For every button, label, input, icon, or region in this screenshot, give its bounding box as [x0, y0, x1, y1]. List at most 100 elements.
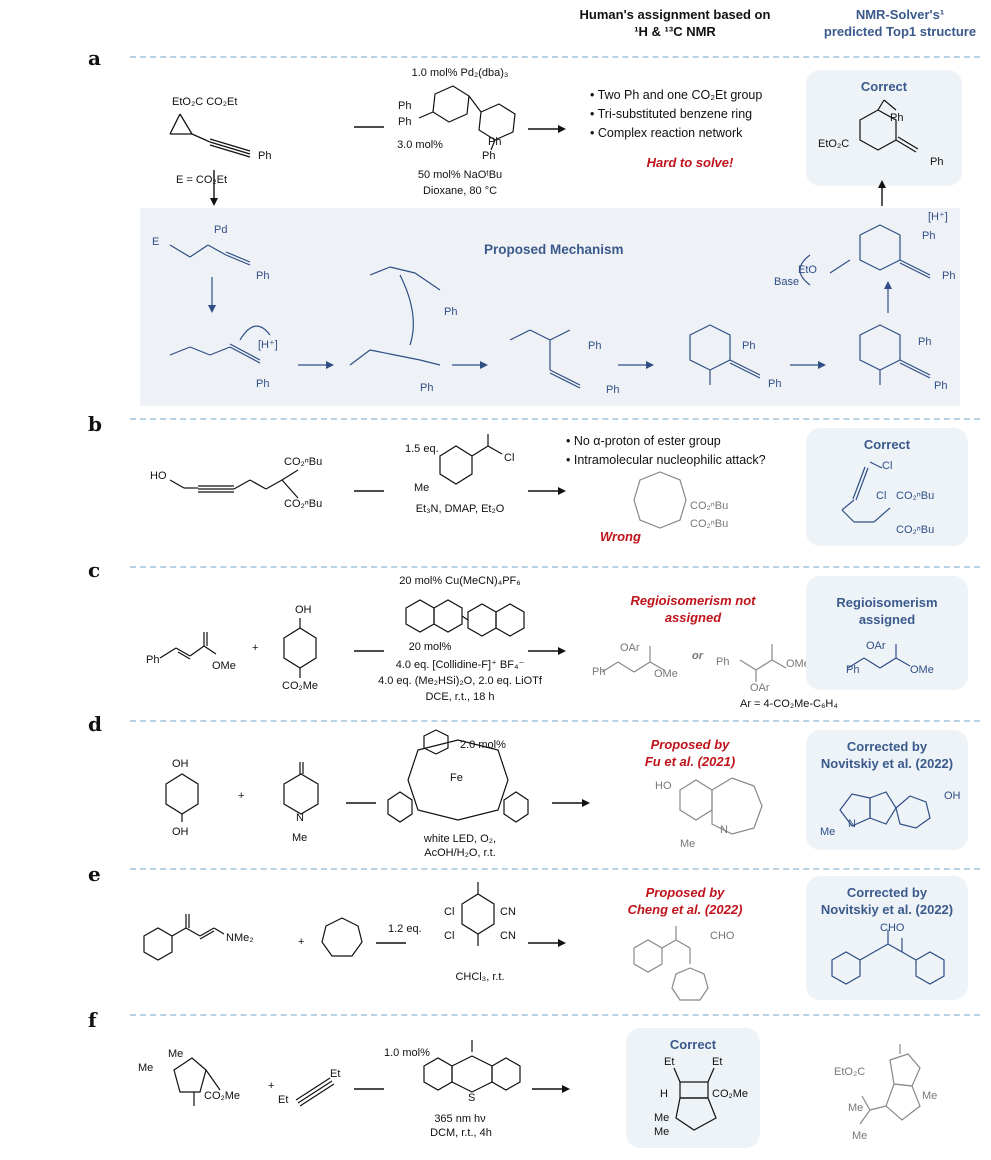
panel-f-s: S [468, 1092, 476, 1104]
reaction-line [376, 942, 406, 944]
panel-f-co2me: CO₂Me [204, 1090, 241, 1102]
panel-e-correct-structure [831, 930, 945, 985]
human-header-line2: ¹H & ¹³C NMR [634, 24, 716, 39]
panel-a-product-ph2: Ph [930, 156, 944, 168]
panel-d-verdict-line1: Proposed by [650, 737, 730, 752]
panel-d-correct-structure [839, 791, 931, 829]
plus-sign: + [238, 790, 245, 802]
panel-a-catalyst: 1.0 mol% Pd₂(dba)₃ [411, 67, 509, 79]
panel-e-conditions: CHCl₃, r.t. [455, 971, 505, 983]
panel-b-correct-cl-1: Cl [882, 460, 893, 472]
panel-e-box-title-line1: Corrected by [846, 885, 928, 900]
panel-a-base: 50 mol% NaOᵗBu [417, 169, 503, 181]
mech-ph-11: Ph [922, 230, 936, 242]
panel-b-bullet-2: Intramolecular nucleophilic attack? [566, 451, 766, 470]
panel-c-oar-2: OAr [750, 682, 770, 694]
panel-c-verdict: Regioisomerism not assigned [598, 592, 788, 626]
panel-c-regio-ph-2: Ph [716, 656, 730, 668]
panel-f-alt-me-1: Me [922, 1090, 938, 1102]
panel-d-catalyst-loading: 2.0 mol% [460, 739, 506, 751]
human-header-line1: Human's assignment based on [579, 7, 771, 22]
mech-ph-2: Ph [256, 378, 270, 390]
panel-c-co2me: CO₂Me [282, 680, 319, 692]
panel-d-correct-me: Me [820, 826, 836, 838]
panel-d-correct-oh: OH [944, 790, 961, 802]
divider-f [130, 1014, 980, 1016]
panel-a-solvent: Dioxane, 80 °C [422, 185, 498, 197]
down-arrow-icon [210, 170, 218, 206]
panel-a-product-ester: EtO₂C [818, 138, 850, 150]
panel-d-ho: HO [655, 780, 672, 792]
panel-e-cn-2: CN [500, 930, 516, 942]
panel-d-porphyrin-structure [387, 729, 529, 823]
panel-e-cl-2: Cl [444, 930, 455, 942]
panel-b-box-title: Correct [863, 437, 911, 452]
divider-c [130, 566, 980, 568]
panel-d-letter: d [88, 712, 102, 736]
panel-c-correct-ph: Ph [846, 664, 860, 676]
panel-b-wrong-structure [633, 471, 687, 529]
reaction-arrow-icon [532, 1085, 570, 1093]
panel-c-oar-1: OAr [620, 642, 640, 654]
reaction-line [354, 1088, 384, 1090]
panel-e-enaminone-structure [143, 914, 225, 961]
panel-e-verdict: Proposed by Cheng et al. (2022) [600, 884, 770, 918]
panel-c-ph: Ph [146, 654, 160, 666]
panel-a-reactant-label: EtO₂C CO₂Et [172, 96, 238, 108]
panel-e-proposed-cho: CHO [710, 930, 735, 942]
panel-e-ddq-structure [461, 882, 495, 946]
panel-f-correct-box [626, 1028, 760, 1148]
ligand-ph-4: Ph [482, 150, 496, 162]
panel-b-wrong-ester-2: CO₂ⁿBu [690, 518, 729, 530]
mech-pd-label: Pd [214, 224, 228, 236]
panel-b-reagent-eq: 1.5 eq. [405, 443, 439, 455]
panel-d-proposed-structure [679, 777, 763, 835]
mech-ph-10: Ph [934, 380, 948, 392]
human-assignment-header: Human's assignment based on ¹H & ¹³C NMR [560, 6, 790, 40]
panel-c-regio-ome-1: OMe [654, 668, 678, 680]
panel-c-regioisomers-structure [601, 644, 787, 682]
panel-c-ar-definition: Ar = 4-CO₂Me-C₆H₄ [740, 698, 838, 710]
panel-f-correct-h: H [660, 1088, 668, 1100]
plus-sign: + [268, 1080, 275, 1092]
panel-f-box-title: Correct [669, 1037, 717, 1052]
panel-a-correct-box [806, 70, 962, 186]
panel-b-wrong-ester-1: CO₂ⁿBu [690, 500, 729, 512]
panel-f-alt-me-2: Me [848, 1102, 864, 1114]
panel-c-regio-ome-2: OMe [786, 658, 810, 670]
panel-a-reactant-structure [169, 113, 251, 158]
panel-c-verdict-line1: Regioisomerism not [630, 593, 756, 608]
panel-b-correct-ester-1: CO₂ⁿBu [896, 490, 935, 502]
panel-b-reactant-structure [169, 469, 299, 499]
panel-e-box-title-line2: Novitskiy et al. (2022) [820, 902, 954, 917]
mech-hplus-1: [H⁺] [258, 339, 278, 351]
panel-b-tscl-structure [439, 434, 503, 485]
panel-b-ho: HO [150, 470, 167, 482]
reaction-line [354, 650, 384, 652]
panel-b-correct-ester-2: CO₂ⁿBu [896, 524, 935, 536]
panel-d-correct-n: N [848, 818, 856, 830]
mech-hplus-2: [H⁺] [928, 211, 948, 223]
panel-f-catalyst-loading: 1.0 mol% [384, 1047, 430, 1059]
panel-a-letter: a [88, 46, 101, 70]
panel-b-bullet-1: No α-proton of ester group [566, 432, 766, 451]
panel-c-phenol-structure [283, 618, 317, 678]
panel-b-ester-2: CO₂ⁿBu [284, 498, 323, 510]
panel-b-letter: b [88, 412, 102, 436]
panel-e-box-title: Corrected by Novitskiy et al. (2022) [806, 884, 968, 918]
ligand-ph-1: Ph [398, 100, 412, 112]
panel-f-me-1: Me [168, 1048, 184, 1060]
mech-ph-9: Ph [918, 336, 932, 348]
solver-header: NMR-Solver's¹ predicted Top1 structure [810, 6, 990, 40]
panel-d-box-title-line2: Novitskiy et al. (2022) [820, 756, 954, 771]
panel-c-ome: OMe [212, 660, 236, 672]
mechanism-scheme [169, 224, 931, 389]
panel-f-correct-me-2: Me [654, 1126, 670, 1138]
panel-c-ligand-loading: 20 mol% [408, 641, 452, 653]
panel-b-correct-cl-2: Cl [876, 490, 887, 502]
mechanism-title: Proposed Mechanism [484, 242, 624, 257]
mech-base-label: Base [774, 276, 800, 288]
panel-e-verdict-line1: Proposed by [645, 885, 725, 900]
panel-a-bullet-3: Complex reaction network [590, 124, 762, 143]
panel-a-box-title: Correct [860, 79, 908, 94]
